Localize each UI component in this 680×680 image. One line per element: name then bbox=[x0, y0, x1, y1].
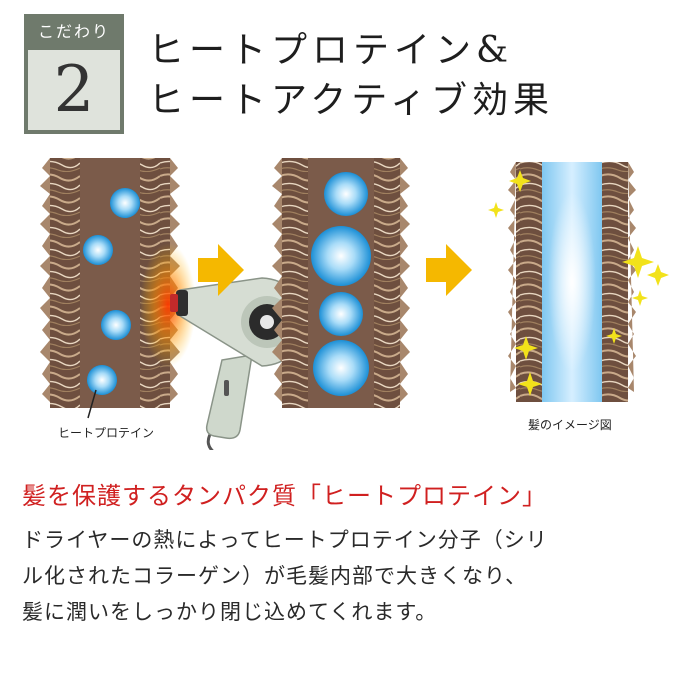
section-headline: 髪を保護するタンパク質「ヒートプロテイン」 bbox=[22, 482, 547, 510]
protein-bubble bbox=[83, 235, 113, 265]
hair-image-caption: 髪のイメージ図 bbox=[528, 418, 612, 432]
title-line-2: ヒートアクティブ効果 bbox=[148, 80, 555, 121]
description-line-2: ル化されたコラーゲン）が毛髪内部で大きくなり、 bbox=[22, 564, 528, 588]
title-line-1: ヒートプロテイン& bbox=[148, 30, 514, 71]
badge-label: こだわり bbox=[37, 22, 110, 41]
heat-protein-label: ヒートプロテイン bbox=[58, 426, 155, 440]
arrow-right-icon bbox=[198, 244, 244, 296]
label-leader-line bbox=[87, 389, 97, 419]
protein-bubble bbox=[87, 365, 117, 395]
description-text: ドライヤーの熱によってヒートプロテイン分子（シリ ル化されたコラーゲン）が毛髪内… bbox=[22, 522, 662, 630]
sparkle-icon bbox=[488, 170, 669, 396]
protein-bubble bbox=[319, 292, 363, 336]
description-line-3: 髪に潤いをしっかり閉じ込めてくれます。 bbox=[22, 600, 438, 624]
heat-glow bbox=[140, 243, 196, 367]
page-title: ヒートプロテイン& ヒートアクティブ効果 bbox=[148, 26, 554, 126]
hair-strand-1 bbox=[40, 158, 180, 408]
protein-bubble bbox=[101, 310, 131, 340]
hair-strand-3 bbox=[508, 162, 636, 402]
protein-bubble bbox=[324, 172, 368, 216]
protein-bubble bbox=[311, 226, 371, 286]
section-badge: こだわり 2 bbox=[24, 14, 124, 134]
protein-bubble bbox=[110, 188, 140, 218]
hair-diagram bbox=[40, 158, 669, 450]
badge-number: 2 bbox=[28, 50, 120, 130]
hair-strand-2 bbox=[272, 158, 410, 408]
description-line-1: ドライヤーの熱によってヒートプロテイン分子（シリ bbox=[22, 528, 548, 552]
protein-bubble bbox=[313, 340, 369, 396]
arrow-right-icon bbox=[426, 244, 472, 296]
